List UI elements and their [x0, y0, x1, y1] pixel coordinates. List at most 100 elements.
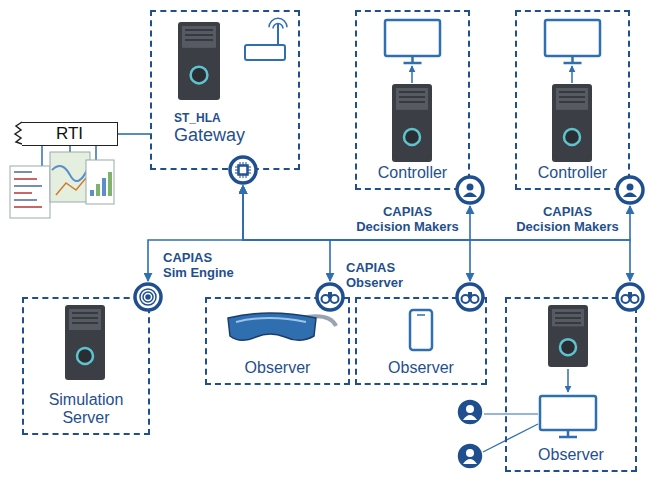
- chart-bar: [102, 178, 106, 196]
- drive-slot: [185, 29, 213, 31]
- drive-slot: [185, 34, 213, 36]
- rti-drop-line: [95, 144, 97, 160]
- chip-core: [239, 166, 247, 174]
- person-head: [627, 184, 634, 191]
- leader-line: [484, 413, 538, 414]
- monitor-icon: [545, 20, 600, 63]
- role-label: CAPIAS Decision Makers: [355, 204, 460, 234]
- computer-tower: [178, 22, 220, 100]
- binocular-lens: [322, 295, 330, 303]
- chip-pin: [246, 162, 247, 178]
- component-box: Observer: [355, 297, 487, 385]
- connector: [243, 186, 630, 281]
- report-thumbnail: [10, 166, 50, 218]
- role-label: CAPIAS Decision Makers: [515, 204, 620, 234]
- person-body: [623, 193, 637, 198]
- component-box: Observer: [505, 297, 637, 472]
- badge-ring: [457, 177, 483, 203]
- monitor-screen: [540, 396, 596, 430]
- chip-pin: [240, 162, 241, 178]
- device-arrow: [411, 66, 413, 83]
- tower-panel: [182, 26, 216, 48]
- power-button: [564, 129, 580, 145]
- tower-panel: [556, 88, 588, 110]
- power-button: [191, 67, 208, 84]
- drive-slot: [555, 312, 581, 314]
- connector: [243, 186, 470, 240]
- component-box: Controller: [355, 10, 470, 190]
- drive-slot: [559, 101, 585, 103]
- computer-tower: [552, 84, 592, 162]
- rti-zigzag: [15, 122, 22, 144]
- router-antenna: [277, 24, 279, 45]
- target-ring: [140, 289, 156, 305]
- device-arrow: [567, 369, 569, 392]
- binocular-bridge: [468, 292, 472, 298]
- component-box: Simulation Server: [22, 297, 150, 435]
- role-label: CAPIAS Observer: [346, 260, 406, 290]
- router-body: [245, 45, 285, 60]
- map-route: [56, 178, 86, 195]
- component-box: Controller: [515, 10, 630, 190]
- connector: [243, 186, 630, 240]
- rti-drop-line: [41, 144, 43, 166]
- person-body: [463, 415, 477, 420]
- role-label: CAPIAS Sim Engine: [163, 250, 237, 280]
- drive-slot: [555, 317, 581, 319]
- leader-line: [483, 424, 538, 452]
- role-badge: [457, 284, 483, 310]
- tower-body: [548, 305, 588, 367]
- drive-slot: [399, 96, 425, 98]
- report-line: [14, 178, 37, 180]
- role-badge: [230, 157, 256, 183]
- binocular-bridge: [328, 292, 332, 298]
- map-thumbnail: [50, 152, 90, 202]
- target-ring: [143, 292, 153, 302]
- box-label: ST_HLA: [174, 111, 221, 125]
- report-line: [14, 192, 32, 194]
- badge-ring: [230, 157, 256, 183]
- computer-tower: [65, 305, 105, 380]
- target-ring: [146, 295, 150, 299]
- person-icon: [457, 443, 483, 469]
- monitor-screen: [385, 20, 440, 56]
- badge-ring: [617, 284, 643, 310]
- box-label: Observer: [388, 359, 454, 377]
- person-badge: [457, 443, 483, 469]
- monitor-base: [404, 62, 422, 65]
- person-head: [466, 405, 474, 413]
- headset-visor: [228, 313, 316, 340]
- binocular-lens: [462, 295, 470, 303]
- drive-slot: [72, 317, 98, 319]
- person-body: [463, 459, 477, 464]
- binocular-lens: [471, 295, 479, 303]
- chip-pin: [235, 167, 251, 168]
- drive-slot: [399, 91, 425, 93]
- computer-tower: [548, 305, 588, 367]
- report-line: [14, 185, 42, 187]
- drive-slot: [72, 312, 98, 314]
- wifi-arc: [273, 24, 283, 29]
- drive-slot: [72, 322, 98, 324]
- box-label: Observer: [538, 446, 604, 464]
- monitor-stand: [411, 56, 414, 62]
- power-button: [560, 339, 576, 355]
- connector: [118, 133, 150, 135]
- visor-shine: [236, 318, 306, 322]
- person-icon: [457, 399, 483, 425]
- chip-pin: [243, 162, 244, 178]
- tower-body: [392, 84, 432, 162]
- report-line: [14, 171, 32, 173]
- binocular-lens: [622, 295, 630, 303]
- drive-slot: [185, 39, 213, 41]
- role-badge: [617, 284, 643, 310]
- phone-body: [410, 310, 432, 350]
- chart-bar: [96, 184, 100, 196]
- monitor-screen: [545, 20, 600, 56]
- chip-pin: [235, 170, 251, 171]
- monitor-stand: [571, 56, 574, 62]
- device-arrow: [571, 66, 573, 83]
- drive-slot: [555, 322, 581, 324]
- report-line: [14, 206, 42, 208]
